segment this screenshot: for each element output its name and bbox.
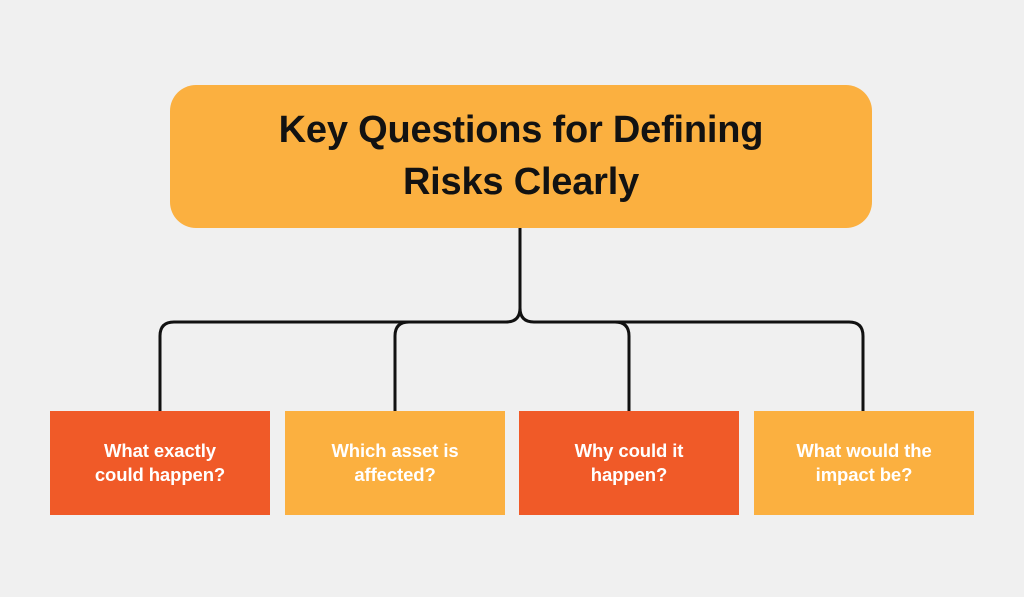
leaf-1-line-1: Which asset is [331, 439, 459, 461]
leaf-node-label: What would the impact be? [796, 439, 931, 488]
root-title-line-1: Key Questions for Defining [278, 109, 764, 152]
leaf-3-line-2: impact be? [815, 464, 913, 485]
leaf-1-line-2: affected? [354, 464, 436, 485]
root-node-title: Key Questions for Defining Risks Clearly [279, 105, 764, 208]
leaf-2-line-1: Why could it [574, 439, 684, 461]
connector-stem-left-cusp [505, 307, 522, 324]
leaf-0-line-2: could happen? [94, 464, 226, 485]
connector-drop-1 [393, 320, 410, 411]
root-node-title-box: Key Questions for Defining Risks Clearly [170, 85, 872, 228]
connector-drop-3 [848, 320, 865, 411]
leaf-node-label: Which asset is affected? [331, 439, 458, 488]
leaf-node-label: Why could it happen? [575, 439, 684, 488]
leaf-node-why-could-it-happen: Why could it happen? [519, 411, 739, 515]
connector-drop-0 [158, 320, 175, 411]
leaf-node-label: What exactly could happen? [95, 439, 225, 488]
leaf-node-what-would-the-impact-be: What would the impact be? [754, 411, 974, 515]
leaf-3-line-1: What would the [796, 439, 932, 461]
leaf-node-which-asset-is-affected: Which asset is affected? [285, 411, 505, 515]
root-title-line-2: Risks Clearly [402, 160, 640, 203]
connector-drop-2 [614, 320, 631, 411]
leaf-0-line-1: What exactly [104, 439, 216, 461]
connector-stem [518, 228, 535, 324]
leaf-2-line-2: happen? [590, 464, 668, 485]
leaf-node-what-exactly-could-happen: What exactly could happen? [50, 411, 270, 515]
